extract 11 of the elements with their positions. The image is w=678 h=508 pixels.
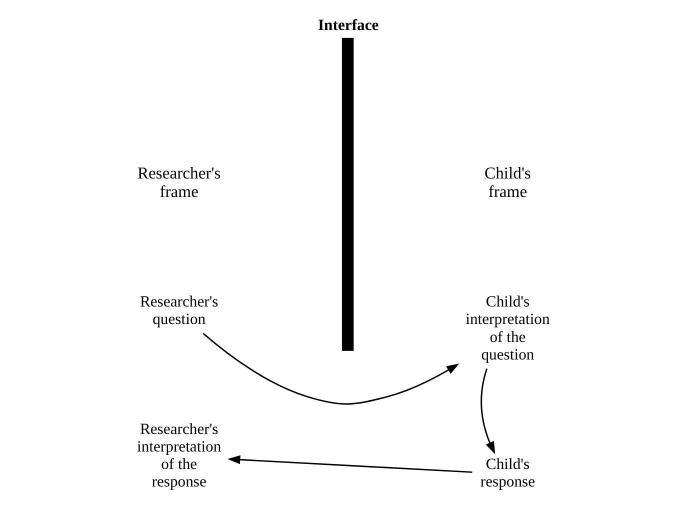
label: Researcher's frame [136, 163, 220, 201]
arrow [226, 455, 472, 473]
label: Child's frame [484, 163, 530, 201]
node-label: Interface [317, 16, 378, 34]
node-text: Researcher's question [139, 294, 218, 328]
arrow [202, 332, 459, 405]
arrow [480, 368, 495, 454]
node-text: Child's response [480, 456, 535, 491]
node-text: Researcher's interpretation of the response [136, 420, 221, 491]
node-box [341, 38, 354, 351]
node-text: Child's interpretation of the question [465, 294, 550, 364]
